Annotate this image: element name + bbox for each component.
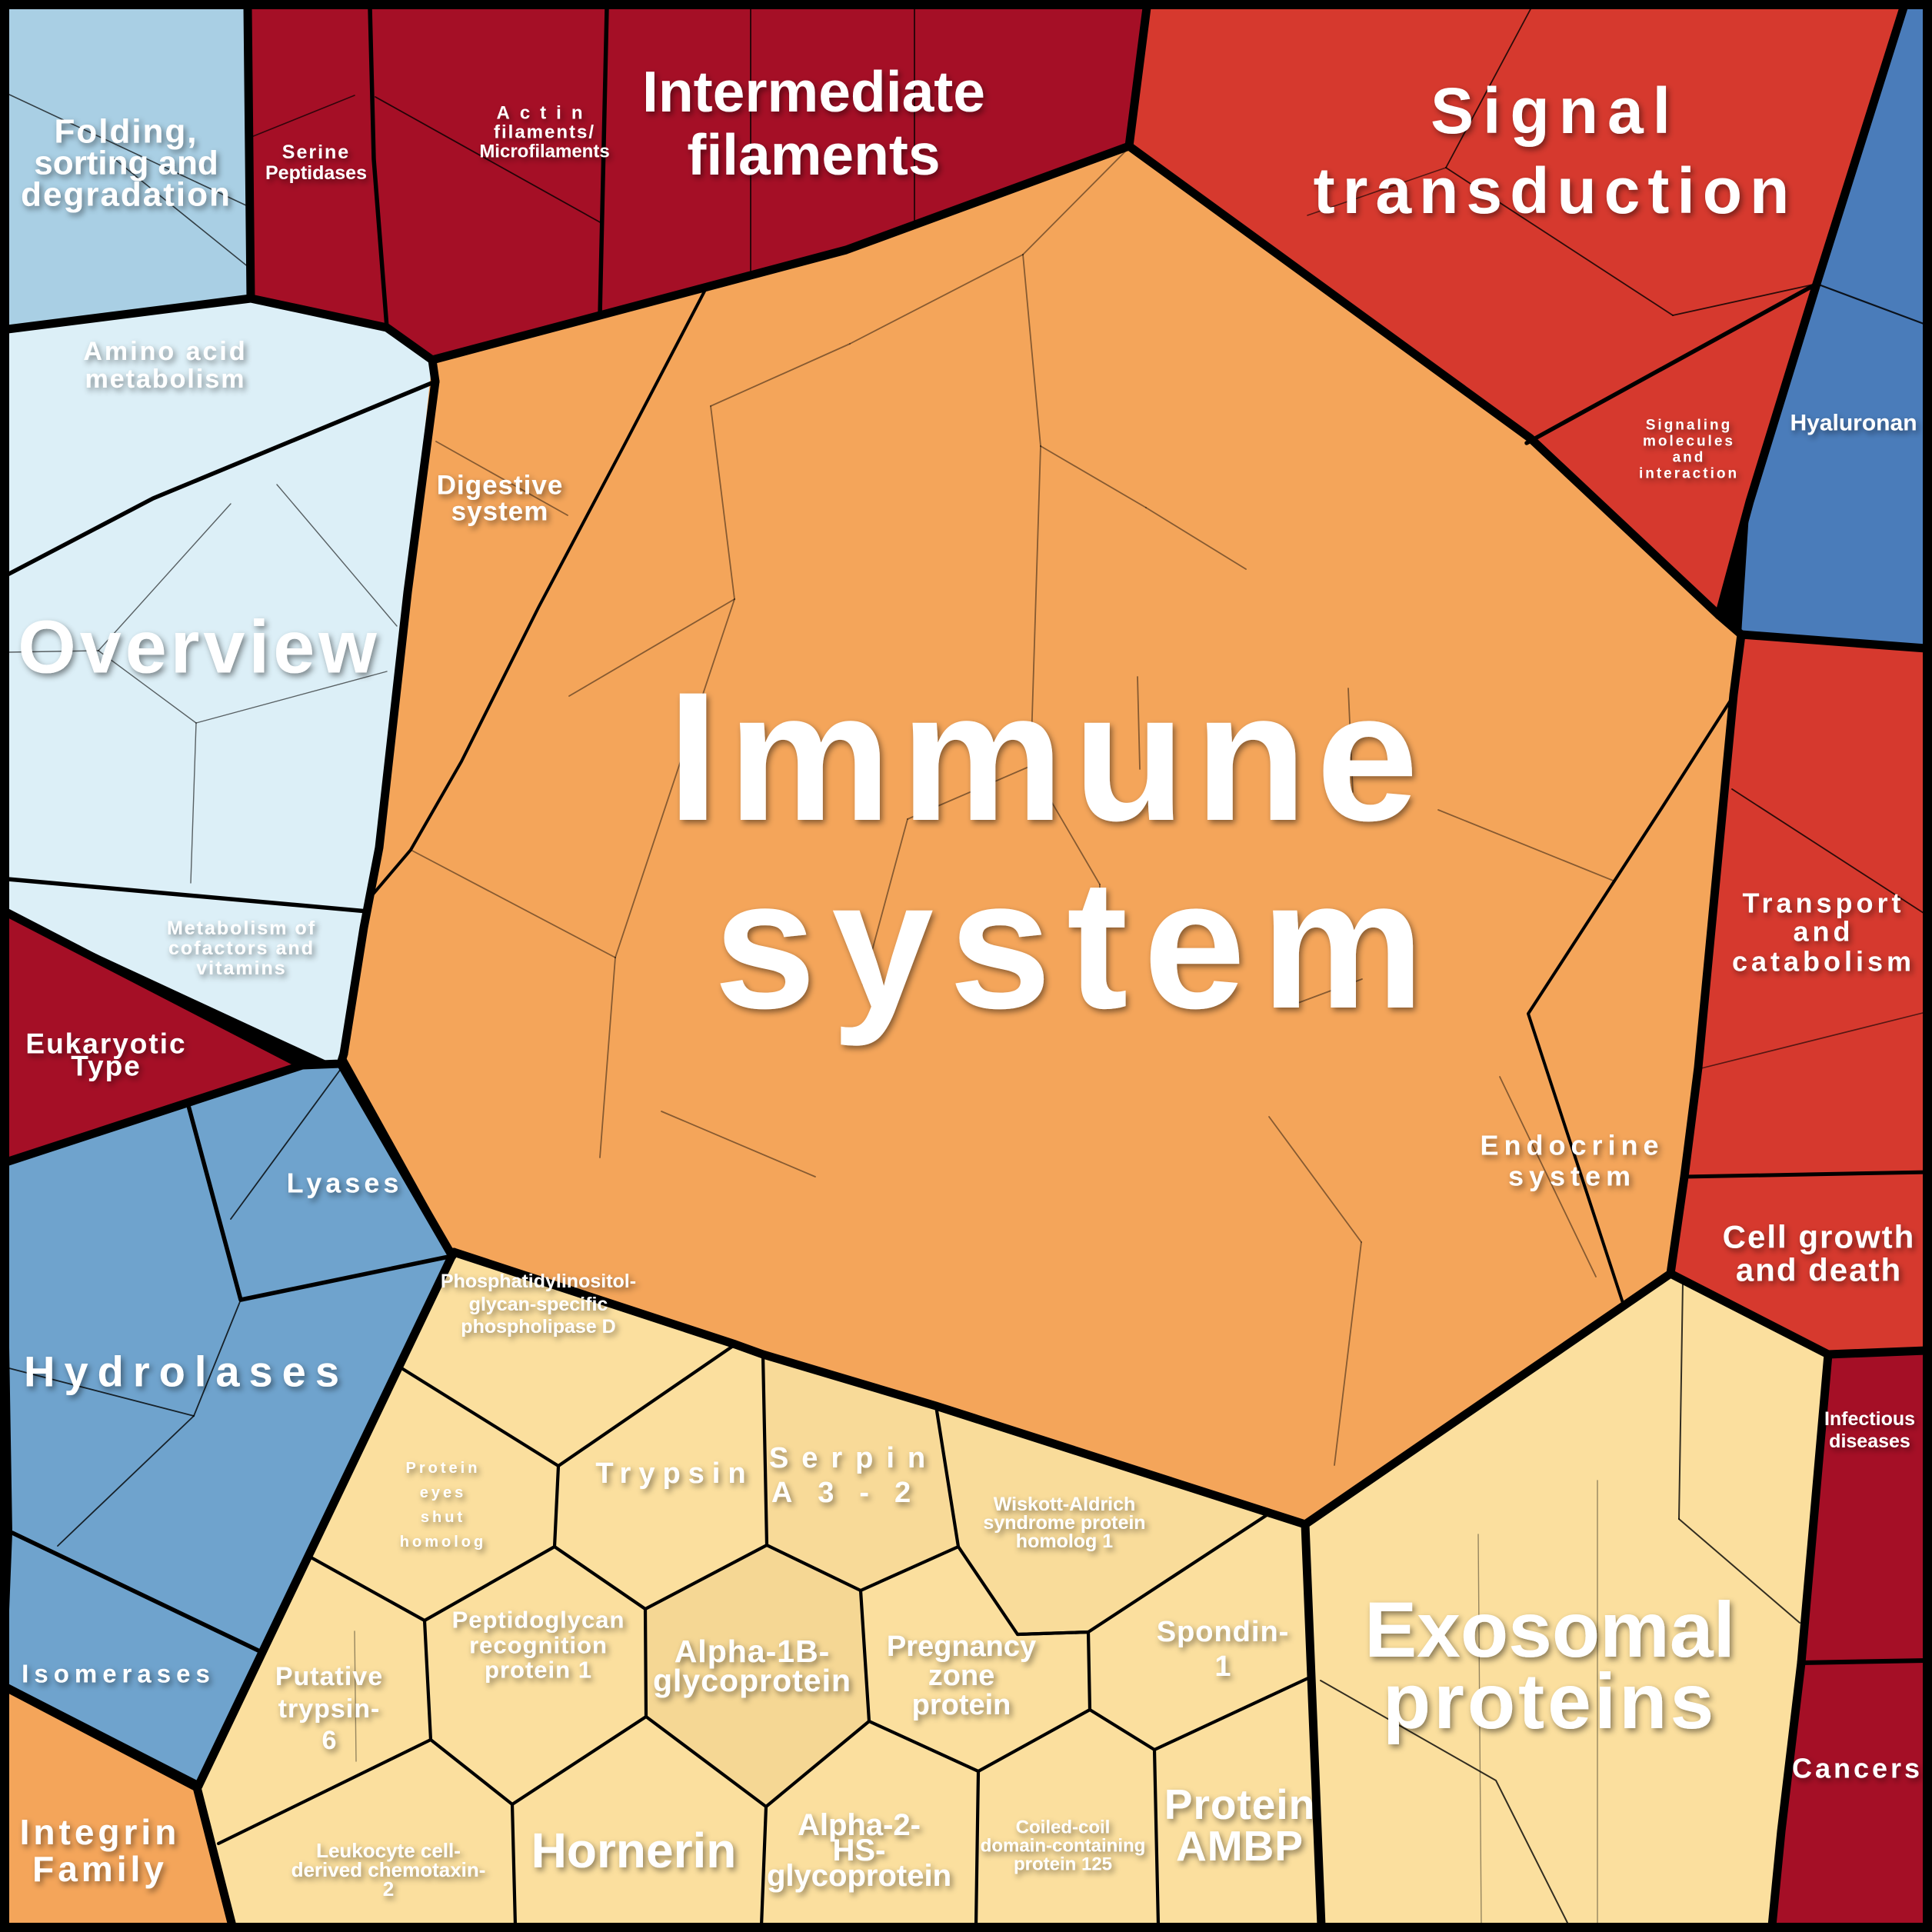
svg-text:1: 1 [1214,1651,1231,1683]
svg-text:Hyaluronan: Hyaluronan [1790,411,1917,436]
svg-text:Infectious: Infectious [1824,1408,1915,1430]
svg-text:Signaling: Signaling [1646,418,1733,434]
svg-text:protein: protein [912,1689,1011,1721]
svg-text:Putative: Putative [275,1662,383,1691]
svg-text:Cell growth: Cell growth [1723,1219,1916,1255]
svg-text:Protein: Protein [406,1460,481,1477]
svg-text:sorting and: sorting and [34,145,218,182]
svg-text:Spondin-: Spondin- [1157,1616,1290,1648]
svg-text:degradation: degradation [21,176,232,214]
svg-text:6: 6 [322,1726,337,1755]
svg-text:cofactors and: cofactors and [168,938,315,959]
svg-text:Family: Family [32,1849,168,1889]
svg-text:vitamins: vitamins [196,958,286,979]
svg-text:glycoprotein: glycoprotein [653,1663,851,1698]
svg-text:A3-2: A3-2 [771,1477,936,1509]
svg-text:glycan-specific: glycan-specific [469,1294,608,1315]
svg-text:metabolism: metabolism [85,365,246,394]
svg-text:Hydrolases: Hydrolases [24,1347,348,1396]
svg-text:system: system [1508,1161,1636,1192]
svg-text:Type: Type [71,1051,142,1082]
svg-text:Immune: Immune [668,654,1427,859]
svg-text:Peptidoglycan: Peptidoglycan [452,1607,625,1634]
svg-text:glycoprotein: glycoprotein [767,1859,951,1893]
svg-text:system: system [451,497,549,527]
svg-text:diseases: diseases [1829,1431,1910,1452]
svg-text:derived chemotaxin-: derived chemotaxin- [291,1858,486,1881]
svg-text:Isomerases: Isomerases [22,1660,215,1688]
svg-text:eyes: eyes [420,1484,467,1501]
svg-text:Endocrine: Endocrine [1480,1130,1664,1161]
svg-text:proteins: proteins [1383,1657,1717,1745]
svg-text:AMBP: AMBP [1176,1822,1304,1870]
svg-text:Actin: Actin [497,103,593,124]
svg-text:recognition: recognition [469,1632,608,1659]
svg-text:Hornerin: Hornerin [531,1823,737,1878]
svg-text:Exosomal: Exosomal [1364,1586,1735,1674]
svg-text:Eukaryotic: Eukaryotic [25,1028,186,1060]
svg-text:Integrin: Integrin [20,1812,181,1852]
svg-text:Protein: Protein [1164,1780,1315,1828]
svg-text:Amino acid: Amino acid [83,337,247,366]
svg-text:Cancers: Cancers [1792,1753,1923,1784]
svg-text:Folding,: Folding, [54,113,198,151]
svg-text:Lyases: Lyases [287,1168,403,1199]
svg-text:homolog: homolog [400,1534,486,1551]
svg-text:filaments: filaments [687,122,940,187]
svg-text:Leukocyte cell-: Leukocyte cell- [316,1839,461,1862]
svg-text:Overview: Overview [18,605,380,689]
svg-text:phospholipase D: phospholipase D [461,1316,615,1337]
svg-text:homolog 1: homolog 1 [1016,1531,1113,1552]
svg-text:system: system [714,841,1440,1047]
svg-text:shut: shut [421,1509,465,1526]
svg-text:HS-: HS- [833,1834,886,1867]
svg-text:molecules: molecules [1643,434,1735,450]
svg-text:Alpha-2-: Alpha-2- [798,1808,921,1842]
svg-text:interaction: interaction [1639,466,1739,482]
svg-text:zone: zone [928,1660,995,1692]
svg-text:Intermediate: Intermediate [642,59,985,124]
svg-text:Alpha-1B-: Alpha-1B- [675,1634,831,1669]
svg-text:Signal: Signal [1431,75,1680,147]
svg-text:and: and [1673,450,1706,466]
svg-text:trypsin-: trypsin- [278,1694,381,1724]
svg-text:Digestive: Digestive [437,471,564,501]
svg-text:Metabolism of: Metabolism of [167,918,316,939]
svg-text:Coiled-coil: Coiled-coil [1016,1817,1111,1838]
svg-text:and: and [1793,916,1854,948]
svg-text:Trypsin: Trypsin [595,1457,753,1490]
svg-text:Pregnancy: Pregnancy [887,1631,1036,1663]
svg-text:and death: and death [1736,1252,1902,1288]
svg-text:Serine: Serine [282,142,350,163]
svg-text:Serpin: Serpin [769,1442,938,1474]
svg-text:domain-containing: domain-containing [981,1836,1146,1857]
svg-text:2: 2 [383,1877,394,1900]
svg-text:Wiskott-Aldrich: Wiskott-Aldrich [994,1494,1136,1515]
svg-text:transduction: transduction [1314,155,1797,227]
svg-text:catabolism: catabolism [1732,946,1915,978]
svg-text:protein 125: protein 125 [1014,1854,1112,1875]
svg-text:filaments/: filaments/ [494,122,595,143]
svg-text:protein 1: protein 1 [485,1657,592,1684]
svg-text:syndrome protein: syndrome protein [983,1512,1145,1534]
svg-text:Phosphatidylinositol-: Phosphatidylinositol- [441,1271,636,1292]
svg-text:Transport: Transport [1742,888,1904,919]
svg-text:Peptidases: Peptidases [265,162,367,184]
svg-text:Microfilaments: Microfilaments [479,142,609,162]
